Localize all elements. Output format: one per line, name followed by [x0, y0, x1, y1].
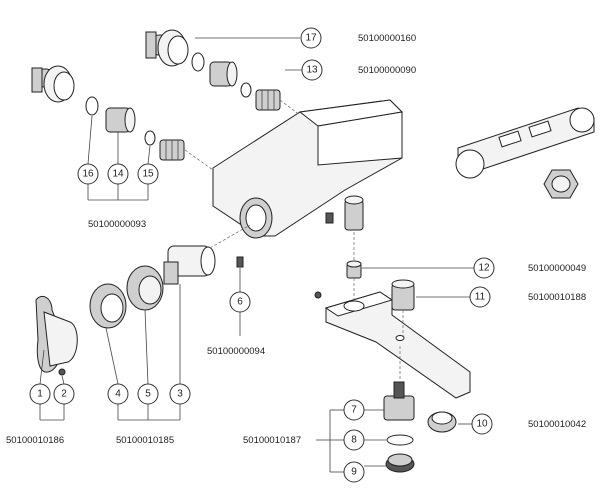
- eccentric-connector-upper: [145, 29, 189, 67]
- thermostatic-cartridge: [163, 245, 216, 285]
- diverter-spindle: [344, 195, 364, 231]
- svg-text:12: 12: [478, 263, 490, 274]
- part-number-group-14-16: 50100000093: [88, 219, 146, 230]
- callout-17: 17: [300, 27, 322, 49]
- nut-left: [105, 107, 136, 133]
- callout-14: 14: [107, 163, 129, 185]
- grub-screw: [58, 368, 66, 376]
- callout-13: 13: [301, 59, 323, 81]
- callout-8: 8: [343, 429, 365, 451]
- cartridge-nut: [126, 265, 164, 311]
- svg-text:15: 15: [142, 169, 154, 180]
- part-number-12: 50100000049: [528, 263, 586, 274]
- spout-screw: [314, 291, 322, 299]
- svg-text:10: 10: [476, 419, 488, 430]
- svg-text:1: 1: [37, 389, 43, 400]
- callout-16: 16: [77, 163, 99, 185]
- callout-11: 11: [469, 286, 491, 308]
- o-ring-upper: [191, 52, 205, 72]
- diverter-assembly: [383, 381, 415, 421]
- callout-2: 2: [53, 383, 75, 405]
- set-screw-body: [325, 212, 334, 224]
- svg-text:17: 17: [305, 33, 317, 44]
- callout-10: 10: [471, 413, 493, 435]
- callout-5: 5: [137, 383, 159, 405]
- hexagonal-nut: [543, 169, 579, 199]
- check-valve-upper: [255, 89, 281, 111]
- svg-text:4: 4: [115, 389, 121, 400]
- wall-bracket: [455, 107, 595, 179]
- svg-text:16: 16: [82, 169, 94, 180]
- svg-text:6: 6: [237, 297, 243, 308]
- check-valve-left: [159, 139, 185, 161]
- o-ring-left: [85, 96, 99, 116]
- set-screw: [236, 256, 244, 268]
- svg-text:8: 8: [351, 435, 357, 446]
- aerator: [427, 411, 457, 433]
- callout-15: 15: [137, 163, 159, 185]
- nut-upper: [209, 61, 238, 87]
- alignment-lines: [184, 99, 404, 380]
- part-number-13: 50100000090: [358, 65, 416, 76]
- svg-text:7: 7: [351, 405, 357, 416]
- cover-cap: [89, 283, 127, 329]
- part-number-17: 50100000160: [358, 33, 416, 44]
- part-number-11: 50100010188: [528, 292, 586, 303]
- leader-lines: [39, 37, 474, 473]
- callout-3: 3: [169, 383, 191, 405]
- part-number-group-1-2: 50100010186: [6, 435, 64, 446]
- svg-text:13: 13: [306, 65, 318, 76]
- part-number-group-3-5: 50100010185: [116, 435, 174, 446]
- part-number-6: 50100000094: [207, 346, 265, 357]
- washer-upper: [240, 82, 252, 98]
- diverter-nut: [385, 453, 415, 473]
- diverter-knob: [391, 279, 415, 311]
- part-number-10: 50100010042: [528, 419, 586, 430]
- svg-text:11: 11: [475, 292, 486, 303]
- svg-text:2: 2: [61, 389, 67, 400]
- diverter-valve: [346, 260, 362, 279]
- lever-handle: [35, 295, 78, 373]
- callout-6: 6: [229, 291, 251, 313]
- callout-7: 7: [343, 399, 365, 421]
- bath-spout: [324, 291, 471, 399]
- part-number-group-7-9: 50100010187: [243, 435, 301, 446]
- mixer-body: [212, 99, 404, 239]
- diverter-o-ring: [386, 434, 414, 446]
- svg-text:14: 14: [112, 169, 124, 180]
- eccentric-connector-left: [31, 65, 75, 103]
- svg-text:5: 5: [145, 389, 151, 400]
- svg-text:3: 3: [177, 389, 183, 400]
- callout-4: 4: [107, 383, 129, 405]
- svg-text:9: 9: [351, 467, 357, 478]
- callout-12: 12: [473, 257, 495, 279]
- callout-1: 1: [29, 383, 51, 405]
- callout-9: 9: [343, 461, 365, 483]
- washer-left: [144, 130, 156, 146]
